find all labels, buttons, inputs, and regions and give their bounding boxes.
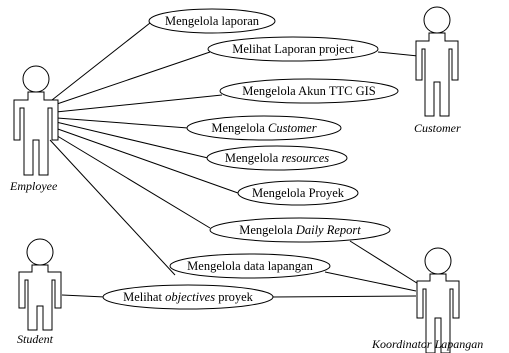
use-case-mengelola-data-lapangan-label: Mengelola data lapangan xyxy=(187,259,313,273)
use-case-mengelola-customer: Mengelola Customer xyxy=(186,115,342,141)
use-case-mengelola-akun-ttc-gis: Mengelola Akun TTC GIS xyxy=(219,78,399,104)
use-case-melihat-objectives-proyek-label: Melihat objectives proyek xyxy=(123,290,254,304)
assoc-student-melihat-objectives xyxy=(61,294,106,298)
actor-student-label: Student xyxy=(17,332,54,346)
actor-koordinator-head xyxy=(424,247,452,275)
actor-koordinator-label: Koordinator Lapangan xyxy=(371,337,483,351)
use-case-melihat-laporan-project: Melihat Laporan project xyxy=(207,36,379,62)
actor-employee-label: Employee xyxy=(9,179,58,193)
use-case-mengelola-daily-report-label: Mengelola Daily Report xyxy=(239,223,361,237)
use-case-melihat-objectives-proyek: Melihat objectives proyek xyxy=(102,284,274,310)
use-case-mengelola-proyek: Mengelola Proyek xyxy=(237,180,359,206)
assoc-employee-mengelola-laporan xyxy=(51,22,151,101)
assoc-employee-mengelola-resources xyxy=(55,121,209,159)
actor-customer: Customer xyxy=(414,6,461,135)
actor-customer-body xyxy=(415,32,459,117)
assoc-koordinator-mengelola-data-lapangan xyxy=(324,271,417,292)
assoc-employee-mengelola-daily-report xyxy=(53,133,211,229)
assoc-employee-mengelola-akun xyxy=(55,94,223,113)
actor-employee-head xyxy=(22,65,50,93)
use-case-mengelola-proyek-label: Mengelola Proyek xyxy=(252,186,345,200)
use-case-mengelola-daily-report: Mengelola Daily Report xyxy=(209,217,391,243)
use-case-mengelola-data-lapangan: Mengelola data lapangan xyxy=(169,253,331,279)
actor-koordinator-body xyxy=(416,273,460,353)
association-lines xyxy=(49,22,421,298)
assoc-customer-melihat-laporan-project xyxy=(377,51,419,57)
actor-customer-label: Customer xyxy=(414,121,461,135)
use-case-mengelola-laporan-label: Mengelola laporan xyxy=(165,14,260,28)
assoc-employee-mengelola-data-lapangan xyxy=(49,139,176,276)
use-case-mengelola-laporan: Mengelola laporan xyxy=(148,8,276,34)
use-case-mengelola-customer-label: Mengelola Customer xyxy=(211,121,316,135)
assoc-koordinator-mengelola-daily-report xyxy=(349,240,421,286)
actor-koordinator-lapangan: Koordinator Lapangan xyxy=(371,247,483,353)
actor-student-head xyxy=(26,238,54,266)
actor-employee-body xyxy=(13,91,59,176)
use-case-mengelola-akun-ttc-gis-label: Mengelola Akun TTC GIS xyxy=(242,84,375,98)
use-case-mengelola-resources: Mengelola resources xyxy=(206,145,348,171)
actor-student: Student xyxy=(17,238,62,346)
actor-customer-head xyxy=(423,6,451,34)
actor-employee: Employee xyxy=(9,65,59,193)
assoc-employee-mengelola-proyek xyxy=(54,127,239,194)
assoc-employee-mengelola-customer xyxy=(56,117,189,129)
use-case-mengelola-resources-label: Mengelola resources xyxy=(225,151,329,165)
assoc-koordinator-melihat-objectives xyxy=(271,295,417,298)
use-case-melihat-laporan-project-label: Melihat Laporan project xyxy=(232,42,354,56)
assoc-employee-melihat-laporan-project xyxy=(53,51,211,106)
actor-student-body xyxy=(18,264,62,331)
